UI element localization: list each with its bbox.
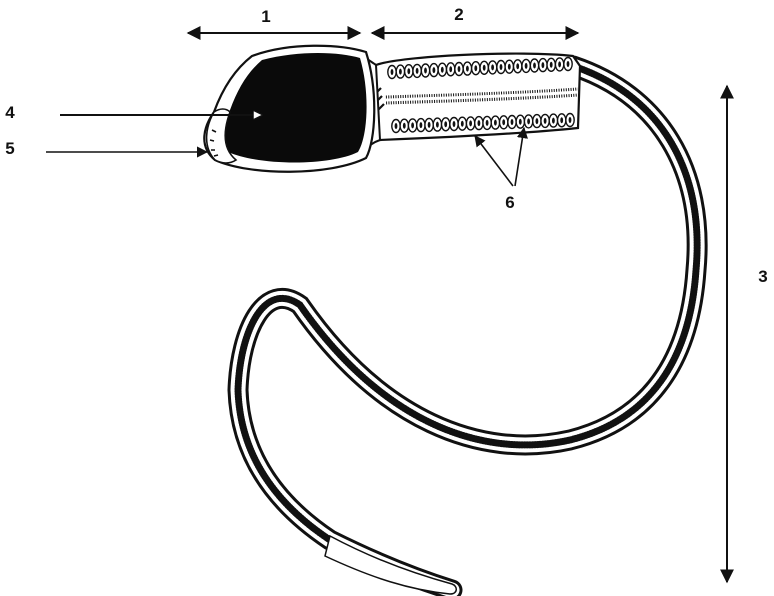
mitochondrion-core (542, 62, 545, 68)
mitochondrion-core (453, 121, 456, 127)
mitochondrion-core (469, 120, 472, 126)
mitochondrion-core (502, 119, 505, 125)
mitochondrion-core (433, 67, 436, 73)
mitochondrion-core (391, 69, 394, 75)
mitochondrion-core (494, 120, 497, 126)
mitochondrion-core (461, 121, 464, 127)
mitochondrion-core (567, 61, 570, 67)
mitochondrion-core (411, 122, 414, 128)
mitochondrion-core (466, 66, 469, 72)
mitochondrion-core (428, 122, 431, 128)
label-midpiece: 2 (454, 5, 463, 24)
label-nucleus: 4 (5, 103, 15, 122)
midpiece (373, 54, 580, 140)
mitochondrion-core (536, 118, 539, 124)
mitochondrion-core (486, 120, 489, 126)
mitochondrion-core (533, 63, 536, 69)
mitochondrion-core (527, 118, 530, 124)
mitochondrion-core (436, 122, 439, 128)
mitochondrion-core (508, 64, 511, 70)
mitochondrion-core (491, 64, 494, 70)
mitochondrion-core (424, 68, 427, 74)
label-tail: 3 (758, 267, 767, 286)
mitochondrion-core (403, 123, 406, 129)
mitochondrion-core (458, 66, 461, 72)
head (204, 46, 374, 172)
mitochondria-pointer-b (515, 128, 524, 186)
label-head: 1 (261, 7, 270, 26)
mitochondrion-core (441, 67, 444, 73)
mitochondrion-core (500, 64, 503, 70)
mitochondrion-core (516, 63, 519, 69)
mitochondrion-core (449, 66, 452, 72)
mitochondrion-core (420, 122, 423, 128)
label-acrosome: 5 (5, 139, 14, 158)
mitochondrion-core (525, 63, 528, 69)
mitochondrion-core (552, 118, 555, 124)
label-mitochondria: 6 (505, 193, 514, 212)
mitochondrion-core (483, 65, 486, 71)
tail-end-piece (325, 536, 456, 594)
mitochondrion-core (416, 68, 419, 74)
mitochondrion-core (407, 68, 410, 74)
mitochondrion-core (560, 117, 563, 123)
mitochondrion-core (399, 69, 402, 75)
mitochondrion-core (544, 118, 547, 124)
mitochondrion-core (474, 65, 477, 71)
mitochondrion-core (558, 61, 561, 67)
mitochondrion-core (550, 62, 553, 68)
mitochondrion-core (519, 119, 522, 125)
mitochondrion-core (511, 119, 514, 125)
mitochondrion-core (478, 120, 481, 126)
mitochondrion-core (444, 121, 447, 127)
mitochondrion-core (569, 117, 572, 123)
mitochondria-pointer-a (475, 136, 513, 186)
mitochondrion-core (395, 123, 398, 129)
